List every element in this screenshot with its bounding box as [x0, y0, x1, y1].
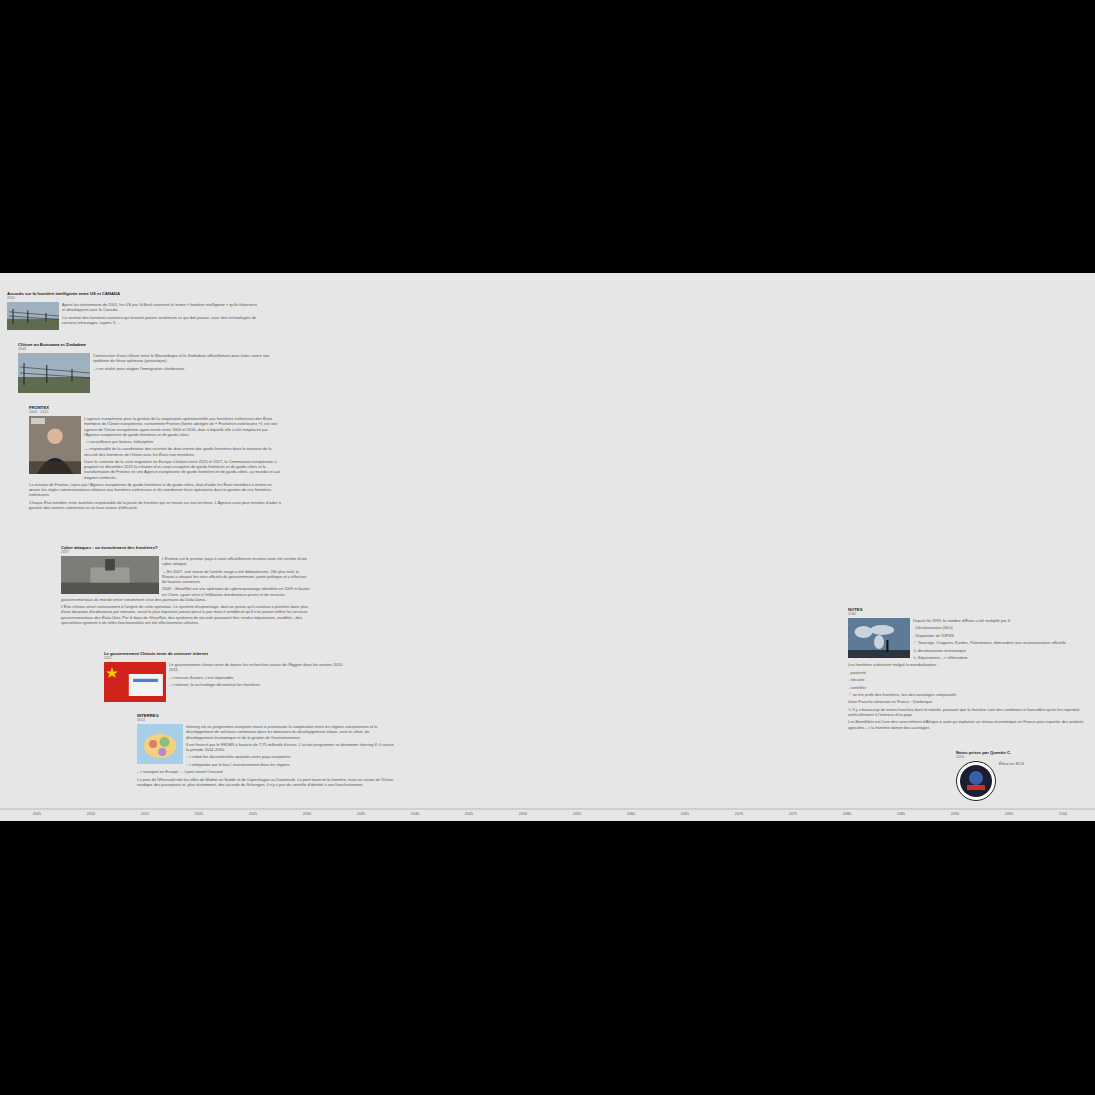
event-date: 2003 [18, 347, 270, 352]
axis-year: 2015 [141, 812, 149, 817]
event-text: L'État chinois serait certainement à l'o… [61, 604, 311, 625]
event-text: --> internet, la technologie déconstruit… [104, 682, 354, 687]
event-text: - sécurité [848, 677, 1092, 682]
event-text: Chaque État membre reste toutefois respo… [29, 500, 281, 510]
event-text: Zone Franche attractive en France : Dunk… [848, 699, 1092, 704]
event-text: --> transport en Europe ... / pont tunne… [137, 769, 395, 774]
event-photo [104, 662, 166, 702]
event-text: --> surveillance par bateau, hélicoptère [29, 439, 281, 444]
event-photo [848, 618, 910, 658]
event-text: Les Bamilékés est l'une des rares ethnie… [848, 719, 1092, 729]
axis-year: 2050 [519, 812, 527, 817]
event-text: - pauvreté [848, 670, 1092, 675]
event-date: 2014 [137, 718, 395, 723]
event-text: Le pont de l'Øresund relie les villes de… [137, 777, 395, 787]
event-date: 2011 [104, 656, 354, 661]
event-text: ☞ on tire profit des frontières, lois de… [848, 692, 1092, 697]
event-text: Les frontières subsistent malgré la mond… [848, 662, 1092, 667]
event-text: - Décolonisation (60's) [848, 625, 1092, 630]
axis-year: 2040 [411, 812, 419, 817]
axis-year: 2035 [357, 812, 365, 817]
event-text: --> en réalité pour stopper l'immigratio… [18, 366, 270, 371]
event-text: La mission de Frontex, repris par l'Agen… [29, 482, 281, 498]
event-date: 2001 [7, 296, 257, 301]
event-photo [7, 302, 59, 330]
event-title: Notes prises par Quentin C. [956, 750, 1066, 755]
axis-year: 2055 [573, 812, 581, 817]
event-date: 2080 [848, 612, 1092, 617]
event-text: ↳ Séparatisme --> référendum [848, 655, 1092, 660]
event-text: Interreg est un programme européen visan… [137, 724, 395, 740]
event-title: FRONTEX [29, 405, 281, 410]
axis-year: 2095 [1005, 812, 1013, 817]
timeline-event: FRONTEX2004 - 2015L'agence européenne po… [29, 405, 281, 512]
axis-year: 2075 [789, 812, 797, 817]
event-title: Le gouvernement Chinois tente de censure… [104, 651, 354, 656]
event-date: 2004 - 2015 [29, 410, 281, 415]
timeline-event: Cyber attaques : un écroulement des fron… [61, 545, 311, 627]
event-text: ↳ décolonisation économique [848, 648, 1092, 653]
axis-year: 2100 [1059, 812, 1067, 817]
event-text: ☞ Touaregs, Ouïgours, Kurdes, Palestinie… [848, 640, 1092, 645]
axis-year: 2080 [843, 812, 851, 817]
event-photo [29, 416, 81, 474]
axis-year: 2010 [87, 812, 95, 817]
axis-year: 2060 [627, 812, 635, 817]
axis-year: 2085 [897, 812, 905, 817]
event-photo [956, 761, 996, 801]
event-text: Élève en ECS [956, 761, 1066, 766]
event-title: Accords sur la frontière intelligente en… [7, 291, 257, 296]
event-text: Il est financé par le FEDER à hauteur de… [137, 742, 395, 752]
event-text: - contrôler [848, 685, 1092, 690]
event-text: Après les événements de 2001, les US par… [7, 302, 257, 312]
event-text: Dans le contexte de la crise migratoire … [29, 459, 281, 480]
timeline-event: Notes prises par Quentin C.2090Élève en … [956, 750, 1066, 803]
event-text: Le gouvernement chinois tente de bannir … [104, 662, 354, 672]
event-text: → En 2007, une statue de l'armée rouge a… [61, 569, 311, 585]
event-text: ↳ Il y a beaucoup de zones franches dans… [848, 707, 1092, 717]
event-text: Ce souhait des frontières ouvertes qui l… [7, 315, 257, 325]
event-title: NOTES [848, 607, 1092, 612]
event-title: Cyber attaques : un écroulement des fron… [61, 545, 311, 550]
axis-year: 2070 [735, 812, 743, 817]
event-text: → responsable de la coordination des act… [29, 446, 281, 456]
timeline-event: Clôture au Botswana et Zimbabwe2003Const… [18, 342, 270, 395]
event-photo [18, 353, 90, 393]
event-text: --> mesure illusoire, c'est impossible [104, 675, 354, 680]
timeline-event: Le gouvernement Chinois tente de censure… [104, 651, 354, 704]
event-text: 2009 - GhostNet est une opération de cyb… [61, 586, 311, 602]
event-text: Construction d'une clôture entre le Moza… [18, 353, 270, 363]
timeline-event: Accords sur la frontière intelligente en… [7, 291, 257, 332]
timeline-event: INTERREG2014Interreg est un programme eu… [137, 713, 395, 789]
axis-year: 2045 [465, 812, 473, 817]
event-text: --> réduit les discontinuités spatiales … [137, 754, 395, 759]
event-text: - Disparition de l'URSS [848, 633, 1092, 638]
event-text: L'agence européenne pour la gestion de l… [29, 416, 281, 437]
axis-year: 2020 [195, 812, 203, 817]
axis-year: 2030 [303, 812, 311, 817]
event-photo [137, 724, 183, 764]
axis-year: 2005 [33, 812, 41, 817]
event-title: INTERREG [137, 713, 395, 718]
timeline-event: NOTES2080Depuis fin 1990, le nombre d'Ét… [848, 607, 1092, 732]
event-date: 2007 [61, 550, 311, 555]
event-date: 2090 [956, 755, 1066, 760]
axis-year: 2090 [951, 812, 959, 817]
event-text: L'Estonie est le premier pays à avoir of… [61, 556, 311, 566]
event-text: Depuis fin 1990, le nombre d'États a été… [848, 618, 1092, 623]
event-text: --> intégration par le bas / investissem… [137, 762, 395, 767]
event-title: Clôture au Botswana et Zimbabwe [18, 342, 270, 347]
axis-year: 2025 [249, 812, 257, 817]
event-photo [61, 556, 159, 594]
axis-year: 2065 [681, 812, 689, 817]
